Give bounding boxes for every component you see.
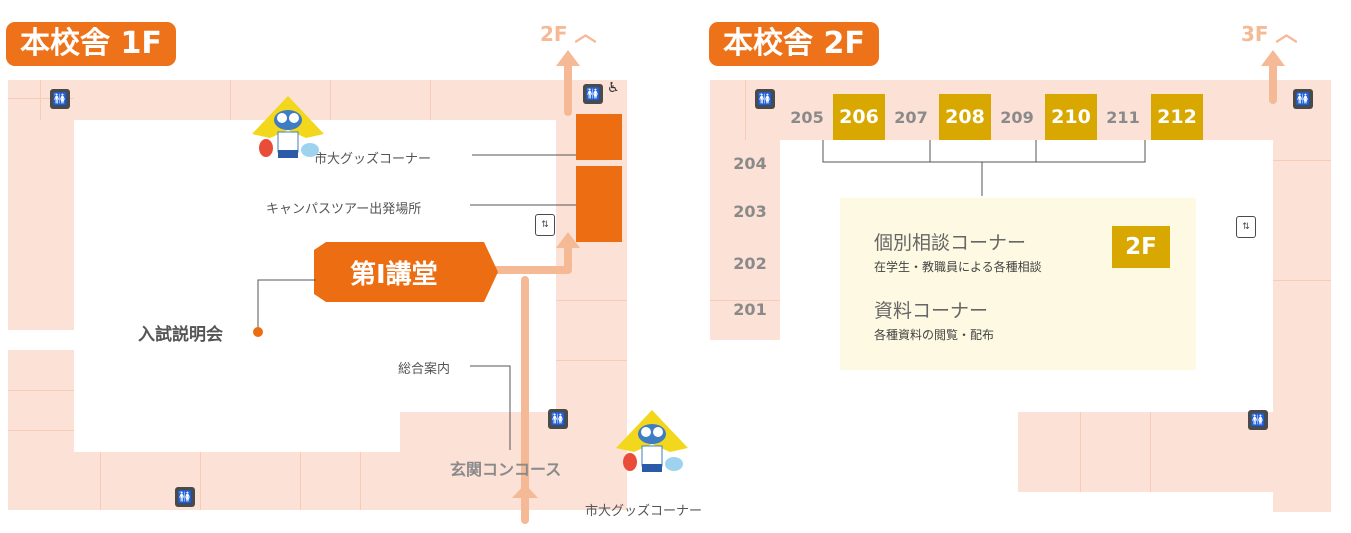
restroom-icon: 🚻 [50, 89, 70, 109]
lecture-hall-shape [314, 242, 498, 302]
restroom-icon: 🚻 [583, 84, 603, 104]
up-arrow-icon [512, 484, 538, 498]
f2-up-link-label: 3F [1241, 22, 1269, 46]
f1-corridor-top [8, 80, 627, 120]
up-arrow-icon [1261, 50, 1285, 66]
chevron-up-icon: ︿ [574, 22, 597, 47]
room-208[interactable]: 208 [939, 94, 991, 140]
materials-title: 資料コーナー [874, 300, 989, 322]
f1-corridor-left [8, 80, 74, 330]
room-204[interactable]: 204 [733, 154, 767, 173]
f1-hall-label[interactable]: 第Ⅰ講堂 [350, 260, 438, 290]
restroom-icon: 🚻 [755, 89, 775, 109]
f2-title: 本校舎 2F [709, 22, 879, 66]
chevron-up-icon: ︿ [1275, 22, 1298, 47]
mascot-icon [616, 410, 688, 472]
restroom-icon: 🚻 [1293, 89, 1313, 109]
restroom-icon: 🚻 [1248, 410, 1268, 430]
elevator-icon: ⇅ [1236, 216, 1256, 238]
room-207[interactable]: 207 [894, 108, 928, 127]
goods-corner-room [576, 114, 622, 160]
restroom-icon: 🚻 [175, 487, 195, 507]
f2-route-arrows [1261, 50, 1285, 104]
info-desk-label: 総合案内 [398, 362, 451, 377]
wheelchair-icon: ♿ [607, 80, 620, 96]
seminar-dot [253, 327, 263, 337]
consult-title: 個別相談コーナー [874, 232, 1027, 254]
room-206[interactable]: 206 [833, 94, 885, 140]
room-211[interactable]: 211 [1106, 108, 1140, 127]
f2-block-bottom [1018, 412, 1331, 492]
room-201[interactable]: 201 [733, 300, 767, 319]
campus-tour-label: キャンパスツアー出発場所 [266, 202, 422, 217]
f1-up-link-label: 2F [540, 22, 568, 46]
room-205[interactable]: 205 [790, 108, 824, 127]
f2-corridor-top [710, 80, 1331, 140]
restroom-icon: 🚻 [548, 409, 568, 429]
consult-subtitle: 在学生・教職員による各種相談 [874, 260, 1042, 274]
room-209[interactable]: 209 [1000, 108, 1034, 127]
goods-corner-top-label: 市大グッズコーナー [314, 152, 432, 167]
up-arrow-icon [556, 232, 580, 248]
materials-subtitle: 各種資料の閲覧・配布 [874, 328, 995, 342]
f1-up-link[interactable]: 2F ︿ [540, 16, 597, 48]
room-210[interactable]: 210 [1045, 94, 1097, 140]
elevator-icon: ⇅ [535, 214, 555, 236]
f1-route-arrows [253, 50, 595, 524]
mascot-icon [252, 96, 324, 158]
up-arrow-icon [556, 50, 580, 66]
f2-info-box: 2F 個別相談コーナー 在学生・教職員による各種相談 資料コーナー 各種資料の閲… [840, 198, 1196, 370]
f1-title: 本校舎 1F [6, 22, 176, 66]
goods-corner-bottom-label: 市大グッズコーナー [585, 504, 703, 519]
entrance-seminar-label: 入試説明会 [138, 325, 223, 345]
room-202[interactable]: 202 [733, 254, 767, 273]
entrance-label: 玄関コンコース [450, 460, 562, 479]
f2-room-connector [822, 140, 1146, 196]
f2-info-badge: 2F [1112, 226, 1170, 268]
campus-tour-room [576, 166, 622, 242]
f2-up-link[interactable]: 3F ︿ [1241, 16, 1298, 48]
f1-lobby [400, 412, 627, 510]
room-203[interactable]: 203 [733, 202, 767, 221]
room-212[interactable]: 212 [1151, 94, 1203, 140]
